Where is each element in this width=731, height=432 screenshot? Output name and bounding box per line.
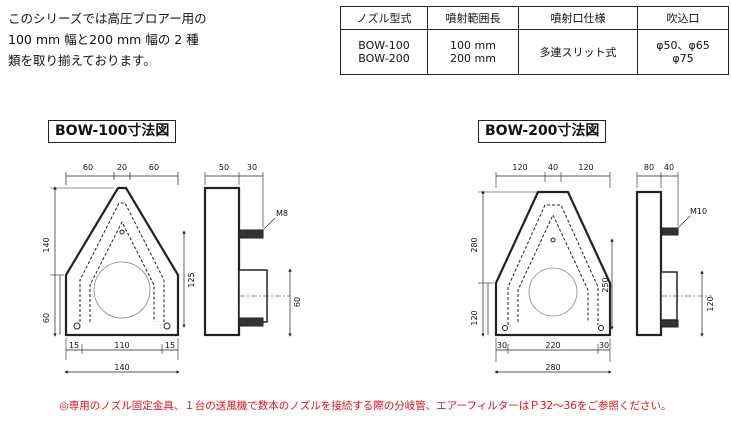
bow100-dim-slot: 125 xyxy=(187,272,196,287)
spec-model-1: BOW-100 xyxy=(358,39,410,52)
bow200-front-dims: 120 40 120 280 120 250 30 220 30 280 xyxy=(470,163,610,372)
bow200-side-view xyxy=(635,172,712,337)
spec-table: ノズル型式 噴射範囲長 噴射口仕様 吹込口 BOW-100 BOW-200 10… xyxy=(340,6,729,75)
bow200-dim-bottom-3: 30 xyxy=(599,341,609,350)
spec-model-2: BOW-200 xyxy=(358,52,410,65)
spec-row: BOW-100 BOW-200 100 mm 200 mm 多連スリット式 φ5… xyxy=(340,29,729,75)
bow100-dim-bottom-1: 15 xyxy=(69,341,79,350)
bow100-dim-side-2: 30 xyxy=(247,163,257,172)
spec-range-2: 200 mm xyxy=(450,52,496,65)
bow100-dim-side-lower: 60 xyxy=(293,297,302,307)
intro-line: 類を取り揃えております。 xyxy=(8,53,156,68)
bow100-front-dims: 60 20 60 140 60 125 15 110 15 140 xyxy=(42,163,196,372)
bow100-side-dims: 50 30 M8 60 xyxy=(219,163,302,307)
spec-cell-model: BOW-100 BOW-200 xyxy=(340,29,428,75)
bow200-dim-bottom-1: 30 xyxy=(497,341,507,350)
bow200-dim-lower-left: 120 xyxy=(470,310,479,325)
spec-header-row: ノズル型式 噴射範囲長 噴射口仕様 吹込口 xyxy=(340,6,729,30)
bow200-title: BOW-200寸法図 xyxy=(478,120,607,143)
bow200-dim-side-lower: 120 xyxy=(706,296,715,311)
spec-header-inlet: 吹込口 xyxy=(637,6,729,30)
bow200-dim-width: 280 xyxy=(545,363,560,372)
bow200-bolt-label: M10 xyxy=(690,207,707,216)
spec-cell-range: 100 mm 200 mm xyxy=(427,29,519,75)
intro-text: このシリーズでは高圧ブロアー用の 100 mm 幅と200 mm 幅の 2 種 … xyxy=(8,8,308,71)
bow200-front-view xyxy=(478,172,614,374)
bow200-dim-side-1: 80 xyxy=(644,163,654,172)
bow100-side-view xyxy=(203,172,292,337)
bow100-dim-top-1: 60 xyxy=(83,163,93,172)
bow200-dim-side-2: 40 xyxy=(664,163,674,172)
spec-header-range: 噴射範囲長 xyxy=(427,6,519,30)
bow100-dim-side-1: 50 xyxy=(219,163,229,172)
spec-inlet-1: φ50、φ65 xyxy=(656,39,710,52)
intro-line: このシリーズでは高圧ブロアー用の xyxy=(8,11,207,26)
bow200-dim-height: 280 xyxy=(470,237,479,252)
bow100-dim-bottom-2: 110 xyxy=(114,341,129,350)
bow200-dim-top-3: 120 xyxy=(578,163,593,172)
intro-line: 100 mm 幅と200 mm 幅の 2 種 xyxy=(8,32,199,47)
bow100-dim-width: 140 xyxy=(114,363,129,372)
bow200-dim-bottom-2: 220 xyxy=(545,341,560,350)
bow100-title: BOW-100寸法図 xyxy=(48,120,177,143)
bow200-dim-top-2: 40 xyxy=(548,163,558,172)
bow100-dim-top-3: 60 xyxy=(149,163,159,172)
bow200-side-dims: 80 40 M10 120 xyxy=(644,163,715,312)
spec-range-1: 100 mm xyxy=(450,39,496,52)
footnote: ◎専用のノズル固定金具、１台の送風機で数本のノズルを接続する際の分岐管、エアーフ… xyxy=(59,400,672,412)
bow100-dim-bottom-3: 15 xyxy=(165,341,175,350)
spec-inlet-2: φ75 xyxy=(672,52,694,65)
bow100-dim-height: 140 xyxy=(42,237,51,252)
spec-cell-inlet: φ50、φ65 φ75 xyxy=(637,29,729,75)
bow100-dim-top-2: 20 xyxy=(117,163,127,172)
bow100-bolt-label: M8 xyxy=(276,209,288,218)
bow200-dim-top-1: 120 xyxy=(512,163,527,172)
bow100-front-view xyxy=(50,172,186,374)
bow100-dim-lower-left: 60 xyxy=(42,313,51,323)
bow200-dim-slot: 250 xyxy=(601,277,610,292)
